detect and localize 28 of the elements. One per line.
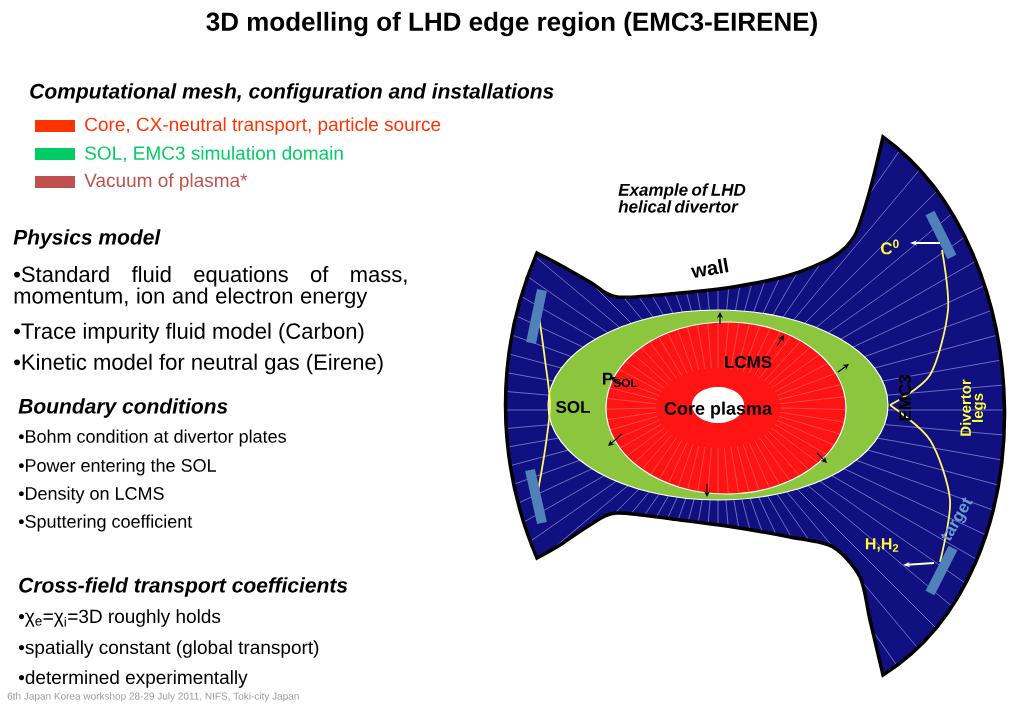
section-heading: Cross-field transport coefficients — [19, 577, 348, 597]
wall-label: wall — [690, 257, 729, 278]
bullet-item: •Density on LCMS — [18, 486, 164, 504]
legend-label: SOL, EMC3 simulation domain — [85, 145, 343, 163]
caption: Example of LHD helical divertor — [618, 183, 746, 213]
species-label: H,H$_{2}$ — [865, 538, 899, 552]
bullet-item: •Sputtering coefficient — [18, 514, 193, 532]
legend-label: Vacuum of plasma* — [84, 173, 248, 191]
bullet-item: •spatially constant (global transport) — [18, 640, 319, 658]
section-heading: Computational mesh, configuration and installations — [30, 83, 554, 103]
footer-text: 6th Japan Korea workshop 28-29 July 2011, NIFS, Toki-city Japan — [7, 692, 299, 702]
bullet-item: •Kinetic model for neutral gas (Eirene) — [14, 353, 383, 375]
region-label: Divertor legs — [960, 379, 987, 436]
bullet-item: •Standard fluid equations of mass, momentum, ion and electron energy — [14, 266, 407, 308]
section-heading: Boundary conditions — [18, 398, 228, 418]
bullet-item: •Trace impurity fluid model (Carbon) — [14, 322, 364, 344]
region-label: LCMS — [725, 355, 772, 368]
species-label: C$^{0}$ — [881, 239, 899, 255]
bullet-item: •Bohm condition at divertor plates — [18, 429, 286, 447]
bullet-item: •determined experimentally — [18, 670, 248, 688]
region-label: EMC3 — [898, 375, 912, 421]
bullet-item: •χ$_{e}$=χ$_{i}$=3D roughly holds — [18, 609, 221, 627]
title: 3D modelling of LHD edge region (EMC3-EIRENE) — [206, 11, 817, 37]
bullet-item: •Power entering the SOL — [18, 458, 216, 476]
section-heading: Physics model — [13, 229, 161, 249]
region-label: P$_{SOL}$ — [603, 372, 638, 388]
region-label: SOL — [556, 400, 590, 413]
legend-label: Core, CX-neutral transport, particle source — [85, 117, 441, 135]
